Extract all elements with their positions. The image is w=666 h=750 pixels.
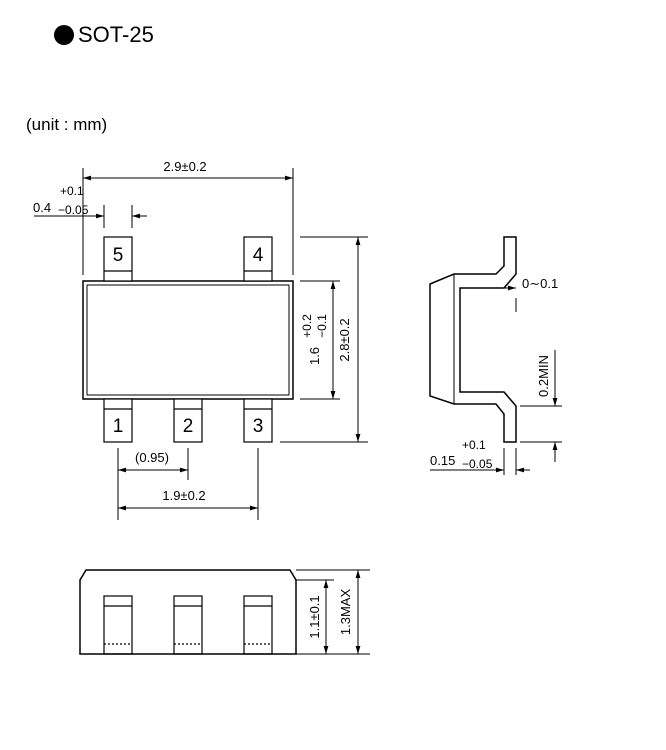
pin-2	[173, 398, 203, 443]
front-profile	[79, 569, 297, 655]
pin-label-4: 4	[253, 245, 264, 266]
dim-span-label: 1.9±0.2	[162, 488, 205, 503]
dim-body-height-minus: −0.1	[315, 314, 329, 338]
dim-body-height-plus: +0.2	[300, 314, 314, 338]
bullet-icon	[54, 25, 74, 45]
pin-4	[243, 236, 273, 282]
side-profile	[429, 236, 517, 443]
top-view	[34, 168, 368, 520]
dim-body-height-base: 1.6	[307, 347, 322, 365]
dim-body-thk-label: 1.1±0.1	[307, 595, 322, 638]
unit-note: (unit : mm)	[26, 115, 108, 134]
body-outline	[82, 280, 294, 400]
pin-3	[243, 398, 273, 443]
pin-label-2: 2	[183, 416, 194, 437]
front-view	[79, 569, 370, 655]
pin-label-3: 3	[253, 416, 264, 437]
dim-lead-thk-plus: +0.1	[462, 438, 486, 452]
dim-width-label: 2.9±0.2	[163, 159, 206, 174]
dim-lead-width-base: 0.4	[33, 200, 51, 215]
front-lead-1	[103, 595, 133, 655]
pin-label-1: 1	[113, 416, 124, 437]
dim-standoff-label: 0∼0.1	[522, 276, 558, 291]
dim-lead-thk-base: 0.15	[430, 453, 455, 468]
front-lead-3	[243, 595, 273, 655]
side-view	[429, 236, 562, 475]
pin-label-5: 5	[113, 245, 124, 266]
dim-lead-width-plus: +0.1	[60, 184, 84, 198]
dim-lead-width-minus: −0.05	[58, 203, 89, 217]
pin-5	[103, 236, 133, 282]
dim-max-height-label: 1.3MAX	[338, 589, 353, 636]
package-title-text: SOT-25	[78, 22, 154, 47]
package-title: SOT-25	[54, 22, 154, 48]
dim-total-height-label: 2.8±0.2	[337, 318, 352, 361]
pin-1	[103, 398, 133, 443]
front-lead-2	[173, 595, 203, 655]
body-inner-outline	[86, 284, 290, 396]
dim-foot-min-label: 0.2MIN	[536, 355, 551, 397]
dim-pitch-label: (0.95)	[135, 450, 169, 465]
dim-lead-thk-minus: −0.05	[462, 457, 493, 471]
